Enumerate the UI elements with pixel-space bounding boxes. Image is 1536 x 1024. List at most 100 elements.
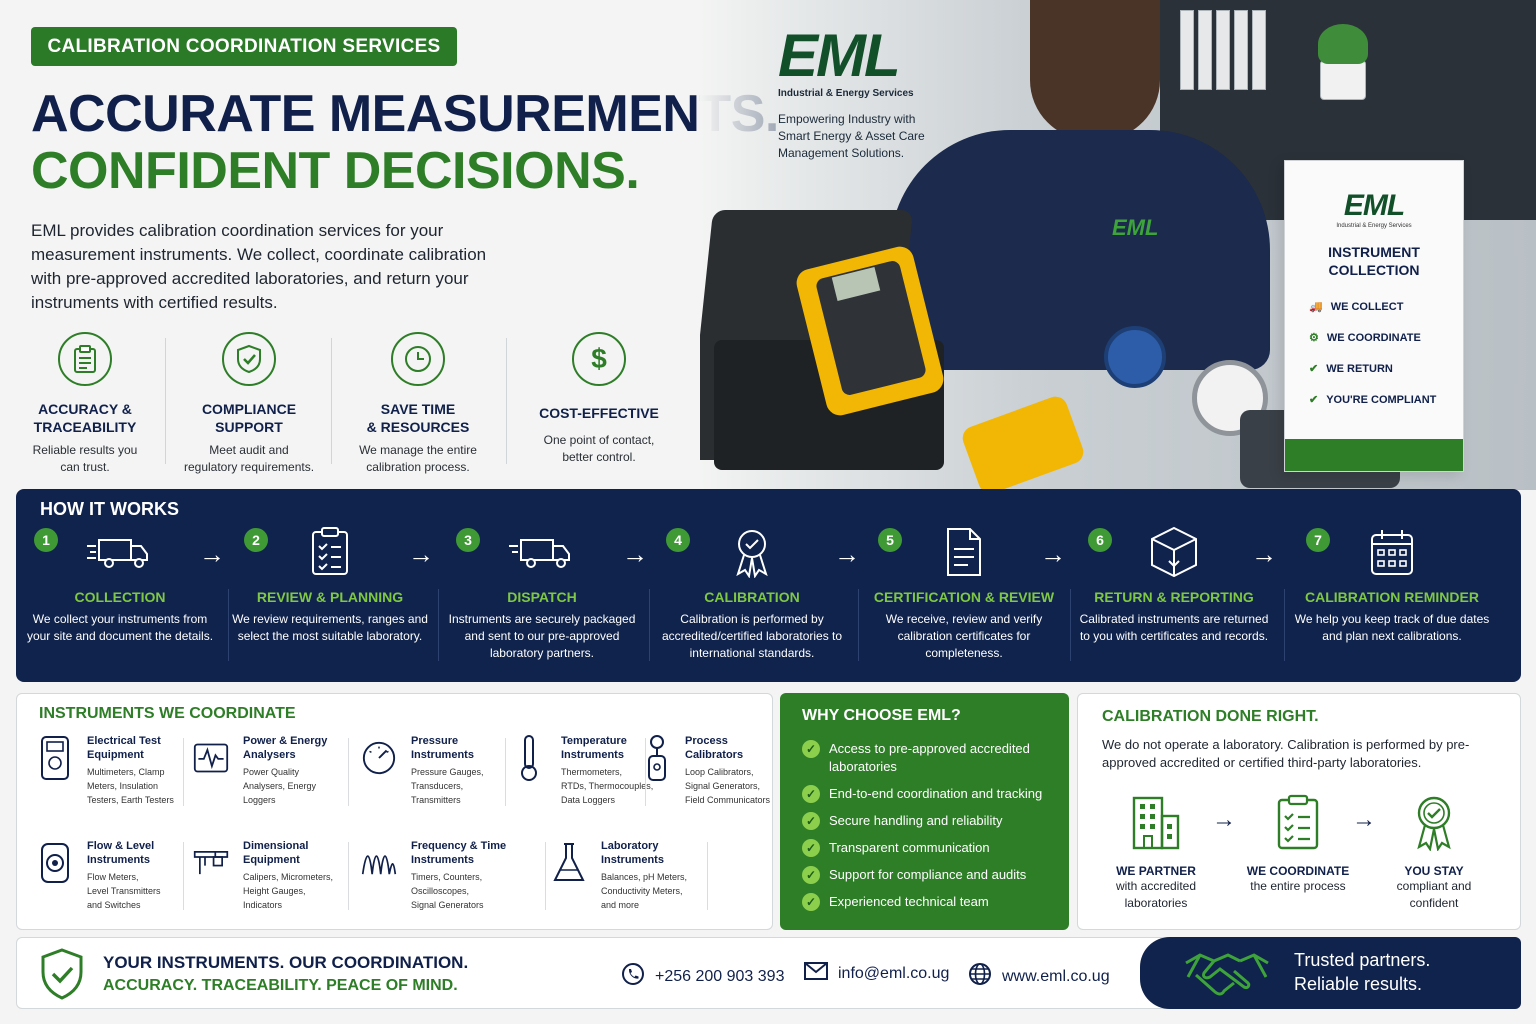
instruments-title: INSTRUMENTS WE COORDINATE <box>39 705 296 722</box>
divider <box>506 338 507 464</box>
why-item: ✓Access to pre-approved accredited labor… <box>802 740 1052 776</box>
thermometer-icon <box>511 734 547 782</box>
step-desc: We collect your instruments from your si… <box>26 612 214 643</box>
calibration-done-right-title: CALIBRATION DONE RIGHT. <box>1102 708 1319 725</box>
process-calibrator-icon <box>639 734 675 782</box>
step-desc: Calibrated instruments are returned to y… <box>1079 612 1269 643</box>
check-icon: ✓ <box>802 866 820 884</box>
box-item: 🚚WE COLLECT <box>1309 300 1404 314</box>
why-item: ✓End-to-end coordination and tracking <box>802 785 1052 803</box>
website-contact[interactable]: www.eml.co.ug <box>968 962 1110 991</box>
step-review: 2 REVIEW & PLANNING We review requiremen… <box>230 523 430 645</box>
gear-icon: ⚙ <box>1309 332 1319 344</box>
caliper-icon <box>193 839 229 887</box>
calibration-done-right-panel: CALIBRATION DONE RIGHT. We do not operat… <box>1077 693 1521 930</box>
why-choose-panel: WHY CHOOSE EML? ✓Access to pre-approved … <box>780 693 1069 930</box>
email-contact[interactable]: info@eml.co.ug <box>804 962 949 985</box>
award-ribbon-icon <box>1364 792 1504 852</box>
divider <box>348 738 349 806</box>
arrow-right-icon: → <box>199 539 225 569</box>
clipboard-icon <box>58 332 112 386</box>
calibration-done-right-desc: We do not operate a laboratory. Calibrat… <box>1102 737 1470 770</box>
why-choose-title: WHY CHOOSE EML? <box>802 707 961 724</box>
divider <box>165 338 166 464</box>
calendar-icon <box>1292 523 1492 581</box>
divider <box>1284 589 1285 661</box>
coordinate-column: WE COORDINATE the entire process <box>1228 792 1368 895</box>
feature-title: COST-EFFECTIVE <box>539 405 659 421</box>
step-number: 4 <box>666 528 690 552</box>
document-icon <box>864 523 1064 581</box>
truck-icon <box>20 523 220 581</box>
arrow-right-icon: → <box>834 539 860 569</box>
footer-slogan-1: YOUR INSTRUMENTS. OUR COORDINATION. <box>103 953 469 972</box>
divider <box>228 589 229 661</box>
trust-line-2: Reliable results. <box>1294 974 1423 994</box>
brand-logo: EML Industrial & Energy Services Empower… <box>778 22 925 161</box>
check-icon: ✓ <box>802 893 820 911</box>
intro-text: EML provides calibration coordination se… <box>31 221 487 312</box>
divider <box>858 589 859 661</box>
dollar-icon: $ <box>572 332 626 386</box>
flow-meter-icon <box>37 839 73 887</box>
shield-check-icon <box>39 948 85 1005</box>
how-it-works-panel: HOW IT WORKS 1 COLLECTION We collect you… <box>16 489 1521 682</box>
mail-icon <box>804 962 828 985</box>
check-icon: ✓ <box>802 812 820 830</box>
box-stripe <box>1285 439 1463 471</box>
delivery-truck-icon <box>442 523 642 581</box>
divider <box>1070 589 1071 661</box>
phone-contact[interactable]: +256 200 903 393 <box>621 962 784 991</box>
why-item: ✓Experienced technical team <box>802 893 1052 911</box>
instrument-collection-box: EML Industrial & Energy Services INSTRUM… <box>1284 160 1464 472</box>
feature-desc: One point of contact,better control. <box>543 433 655 464</box>
check-icon: ✓ <box>802 740 820 758</box>
feature-cost: $ COST-EFFECTIVE One point of contact,be… <box>514 332 684 466</box>
divider <box>438 589 439 661</box>
divider <box>331 338 332 464</box>
step-desc: We receive, review and verify calibratio… <box>885 612 1043 660</box>
checklist-icon <box>1228 792 1368 852</box>
step-number: 3 <box>456 528 480 552</box>
step-desc: Calibration is performed by accredited/c… <box>661 612 843 660</box>
checklist-icon <box>230 523 430 581</box>
step-desc: Instruments are securely packaged and se… <box>448 612 636 660</box>
step-title: CALIBRATION REMINDER <box>1305 589 1479 605</box>
step-certification: 5 CERTIFICATION & REVIEW We receive, rev… <box>864 523 1064 662</box>
divider <box>348 842 349 910</box>
divider <box>649 589 650 661</box>
shield-check-icon <box>222 332 276 386</box>
step-desc: We review requirements, ranges and selec… <box>232 612 428 643</box>
box-logo-subtitle: Industrial & Energy Services <box>1336 223 1412 229</box>
feature-save-time: SAVE TIME& RESOURCES We manage the entir… <box>333 332 503 476</box>
check-circle-icon: ✔ <box>1309 394 1319 406</box>
arrow-right-icon: → <box>1212 806 1236 833</box>
divider <box>183 738 184 806</box>
step-title: RETURN & REPORTING <box>1094 589 1254 605</box>
step-title: CALIBRATION <box>704 589 800 605</box>
handshake-icon <box>1184 945 1270 1006</box>
divider <box>645 738 646 806</box>
divider <box>505 738 506 806</box>
feature-title: ACCURACY &TRACEABILITY <box>33 401 137 435</box>
step-calibration: 4 CALIBRATION Calibration is performed b… <box>652 523 852 662</box>
divider <box>707 842 708 910</box>
instruments-panel: INSTRUMENTS WE COORDINATE Electrical Tes… <box>16 693 773 930</box>
divider <box>183 842 184 910</box>
arrow-right-icon: → <box>1251 539 1277 569</box>
step-title: REVIEW & PLANNING <box>256 589 404 605</box>
check-circle-icon: ✔ <box>1309 363 1319 375</box>
clock-icon <box>391 332 445 386</box>
step-number: 6 <box>1088 528 1112 552</box>
check-icon: ✓ <box>802 785 820 803</box>
arrow-right-icon: → <box>1352 806 1376 833</box>
